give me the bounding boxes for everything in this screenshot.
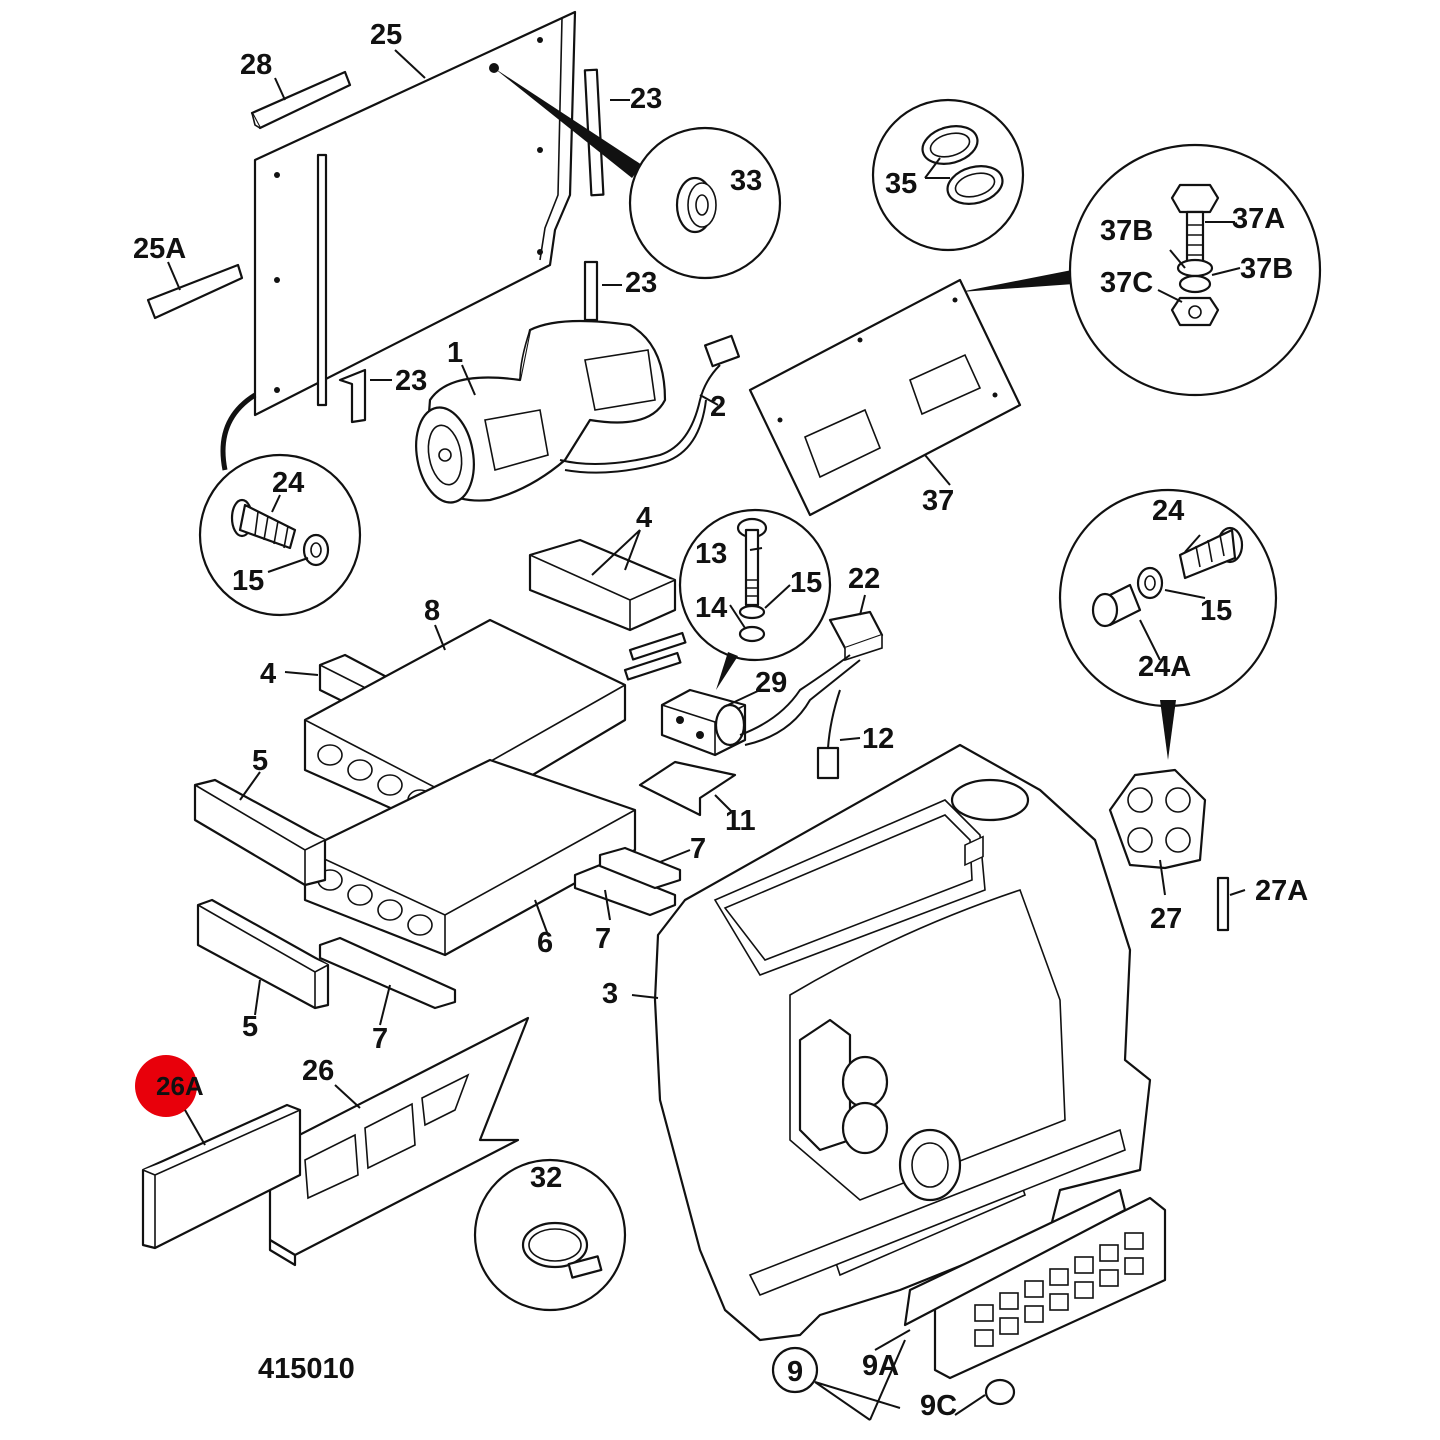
label-4: 4 [260,658,276,690]
drawing-number: 415010 [258,1353,355,1385]
label-23: 23 [395,365,427,397]
label-35: 35 [885,168,917,200]
part-1-blower[interactable] [409,319,741,507]
part-29-valve[interactable] [660,688,747,757]
callout-35[interactable] [871,98,1025,252]
label-5: 5 [252,745,268,777]
label-9: 9 [787,1356,803,1388]
label-15: 15 [232,565,264,597]
part-27a-clip[interactable] [1216,876,1230,932]
part-37-plate[interactable] [748,278,1022,517]
label-2: 2 [710,391,726,423]
part-12-harness[interactable] [739,654,861,780]
label-37b: 37B [1240,253,1293,285]
part-26a-foam-pad[interactable] [141,1103,302,1250]
callout-32-hose-clamp[interactable] [473,1158,627,1312]
label-9a: 9A [862,1350,899,1382]
callout-33[interactable] [494,68,782,280]
part-25-panel[interactable] [253,10,577,417]
callout-9[interactable] [771,1339,906,1421]
label-9c: 9C [920,1390,957,1422]
label-32: 32 [530,1162,562,1194]
label-12: 12 [862,723,894,755]
label-23: 23 [625,267,657,299]
part-28-strip[interactable] [250,70,352,130]
label-1: 1 [447,337,463,369]
label-27a: 27A [1255,875,1308,907]
part-3-housing[interactable] [653,743,1152,1342]
callout-37-bolt-set[interactable] [960,143,1322,397]
part-25a-strip[interactable] [146,263,244,320]
label-4: 4 [636,502,652,534]
label-26: 26 [302,1055,334,1087]
label-3: 3 [602,978,618,1010]
label-37c: 37C [1100,267,1153,299]
part-9c-cap[interactable] [984,1378,1016,1406]
highlight-marker [135,1055,197,1117]
label-37a: 37A [1232,203,1285,235]
label-25a: 25A [133,233,186,265]
part-6-heater-core[interactable] [303,758,637,957]
label-7: 7 [690,833,706,865]
part-27-vent-plate[interactable] [1108,768,1207,870]
label-28: 28 [240,49,272,81]
label-27: 27 [1150,903,1182,935]
part-22-switch[interactable] [828,610,884,662]
label-22: 22 [848,563,880,595]
label-37b: 37B [1100,215,1153,247]
part-23-strips[interactable] [338,68,605,424]
label-15: 15 [790,567,822,599]
part-11-bracket[interactable] [638,760,737,817]
label-6: 6 [537,927,553,959]
label-37: 37 [922,485,954,517]
label-25: 25 [370,19,402,51]
label-14: 14 [695,592,727,624]
label-24: 24 [1152,495,1184,527]
label-24: 24 [272,467,304,499]
label-24a: 24A [1138,651,1191,683]
part-7-strips[interactable] [318,846,682,1010]
part-8-heater-core[interactable] [303,618,687,832]
label-11: 11 [725,805,756,837]
label-26a: 26A [156,1071,204,1101]
label-15: 15 [1200,595,1232,627]
part-labels: 28 25 23 33 25A 23 1 2 23 35 37B 37A 37B… [133,19,1308,1422]
callout-24-15-left[interactable] [198,392,362,617]
label-33: 33 [730,165,762,197]
label-7: 7 [372,1023,388,1055]
label-8: 8 [424,595,440,627]
label-23: 23 [630,83,662,115]
part-9a-grille[interactable] [903,835,1167,1380]
part-5-foam-blocks[interactable] [193,778,330,1010]
label-5: 5 [242,1011,258,1043]
part-26-louvre-frame[interactable] [268,1016,530,1267]
leader-lines [167,49,1246,1416]
label-7: 7 [595,923,611,955]
label-13: 13 [695,538,727,570]
callout-24-15-24a-right[interactable] [1058,488,1278,760]
callout-13-14-15[interactable] [678,508,832,690]
label-29: 29 [755,667,787,699]
